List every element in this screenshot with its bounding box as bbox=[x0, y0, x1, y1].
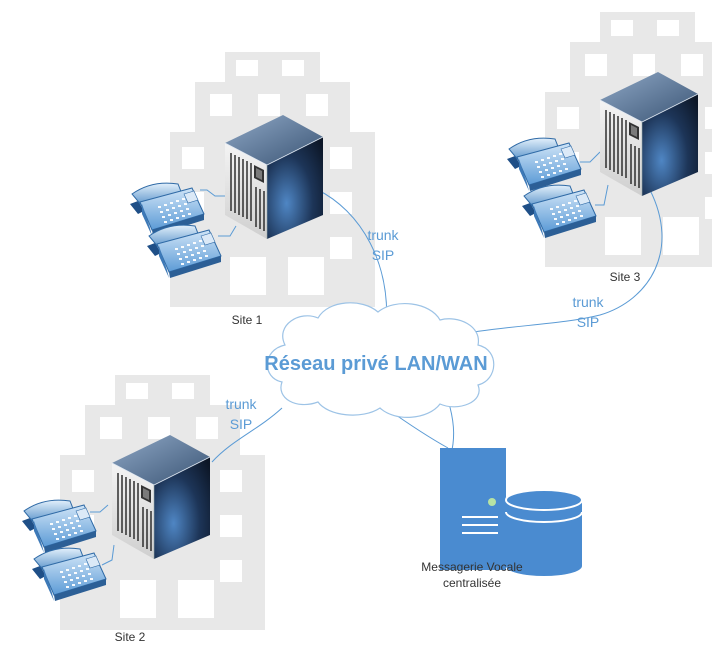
phone-cable-1a bbox=[200, 189, 225, 197]
trunk-link-site3 bbox=[454, 189, 663, 336]
phone-cable-1b bbox=[218, 225, 237, 237]
trunk-sub-site1: SIP bbox=[372, 247, 395, 263]
phone-cable-3a bbox=[580, 151, 601, 163]
phone-cable-2a bbox=[90, 504, 109, 513]
network-cloud bbox=[266, 302, 495, 418]
phone-cable-2b bbox=[101, 544, 115, 566]
trunk-sub-site3: SIP bbox=[577, 314, 600, 330]
voicemail-link bbox=[447, 399, 455, 451]
phone-cable-3b bbox=[595, 184, 609, 206]
trunk-label-site2: trunk bbox=[225, 396, 257, 412]
trunk-link-site2 bbox=[211, 407, 283, 463]
voicemail-label: Messagerie Vocale bbox=[421, 560, 523, 574]
network-label: Réseau privé LAN/WAN bbox=[264, 353, 487, 375]
site2-label: Site 2 bbox=[115, 630, 146, 644]
trunk-sub-site2: SIP bbox=[230, 416, 253, 432]
site3-label: Site 3 bbox=[610, 270, 641, 284]
voicemail-sublabel: centralisée bbox=[443, 576, 501, 590]
site1-label: Site 1 bbox=[232, 313, 263, 327]
trunk-label-site1: trunk bbox=[367, 227, 399, 243]
voicemail-server bbox=[440, 448, 506, 570]
voicemail-database-icon bbox=[505, 489, 583, 576]
trunk-label-site3: trunk bbox=[572, 294, 604, 310]
